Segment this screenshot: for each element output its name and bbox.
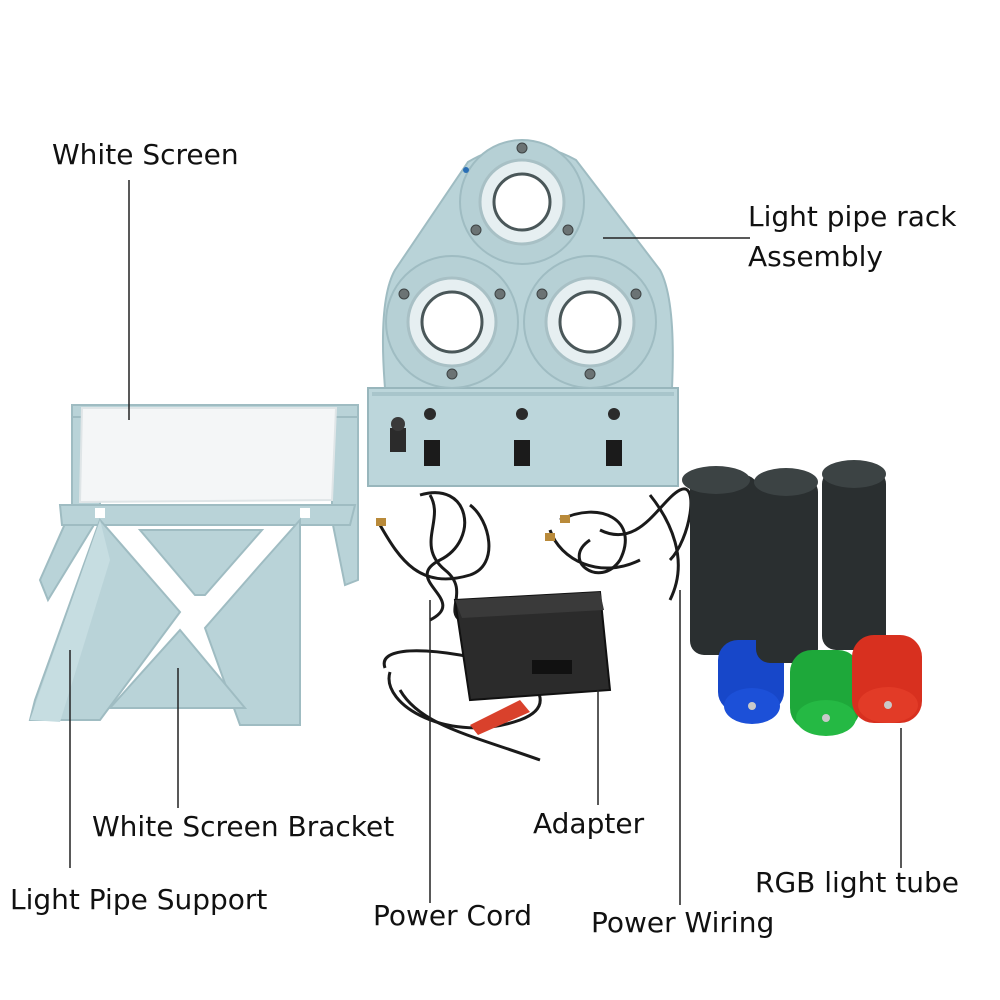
label-rgb-light-tube: RGB light tube — [755, 866, 959, 899]
label-white-screen-bracket: White Screen Bracket — [92, 810, 395, 843]
rgb-light-tube-red — [822, 460, 922, 723]
rgb-light-tube-green — [754, 468, 860, 736]
label-power-cord: Power Cord — [373, 899, 533, 932]
power-wiring — [548, 487, 693, 601]
label-white-screen: White Screen — [52, 138, 239, 171]
white-screen-bracket — [28, 517, 301, 726]
light-pipe-rack-assembly — [367, 139, 679, 487]
rgb-light-tube-blue — [682, 466, 784, 724]
white-screen — [78, 407, 338, 504]
label-adapter: Adapter — [533, 807, 645, 840]
label-light-pipe-rack-line1: Light pipe rack — [748, 200, 957, 233]
label-light-pipe-rack-line2: Assembly — [748, 240, 883, 273]
label-light-pipe-support: Light Pipe Support — [10, 883, 268, 916]
fork-connector-icon — [376, 515, 570, 541]
label-power-wiring: Power Wiring — [591, 906, 775, 939]
adapter — [453, 590, 612, 702]
